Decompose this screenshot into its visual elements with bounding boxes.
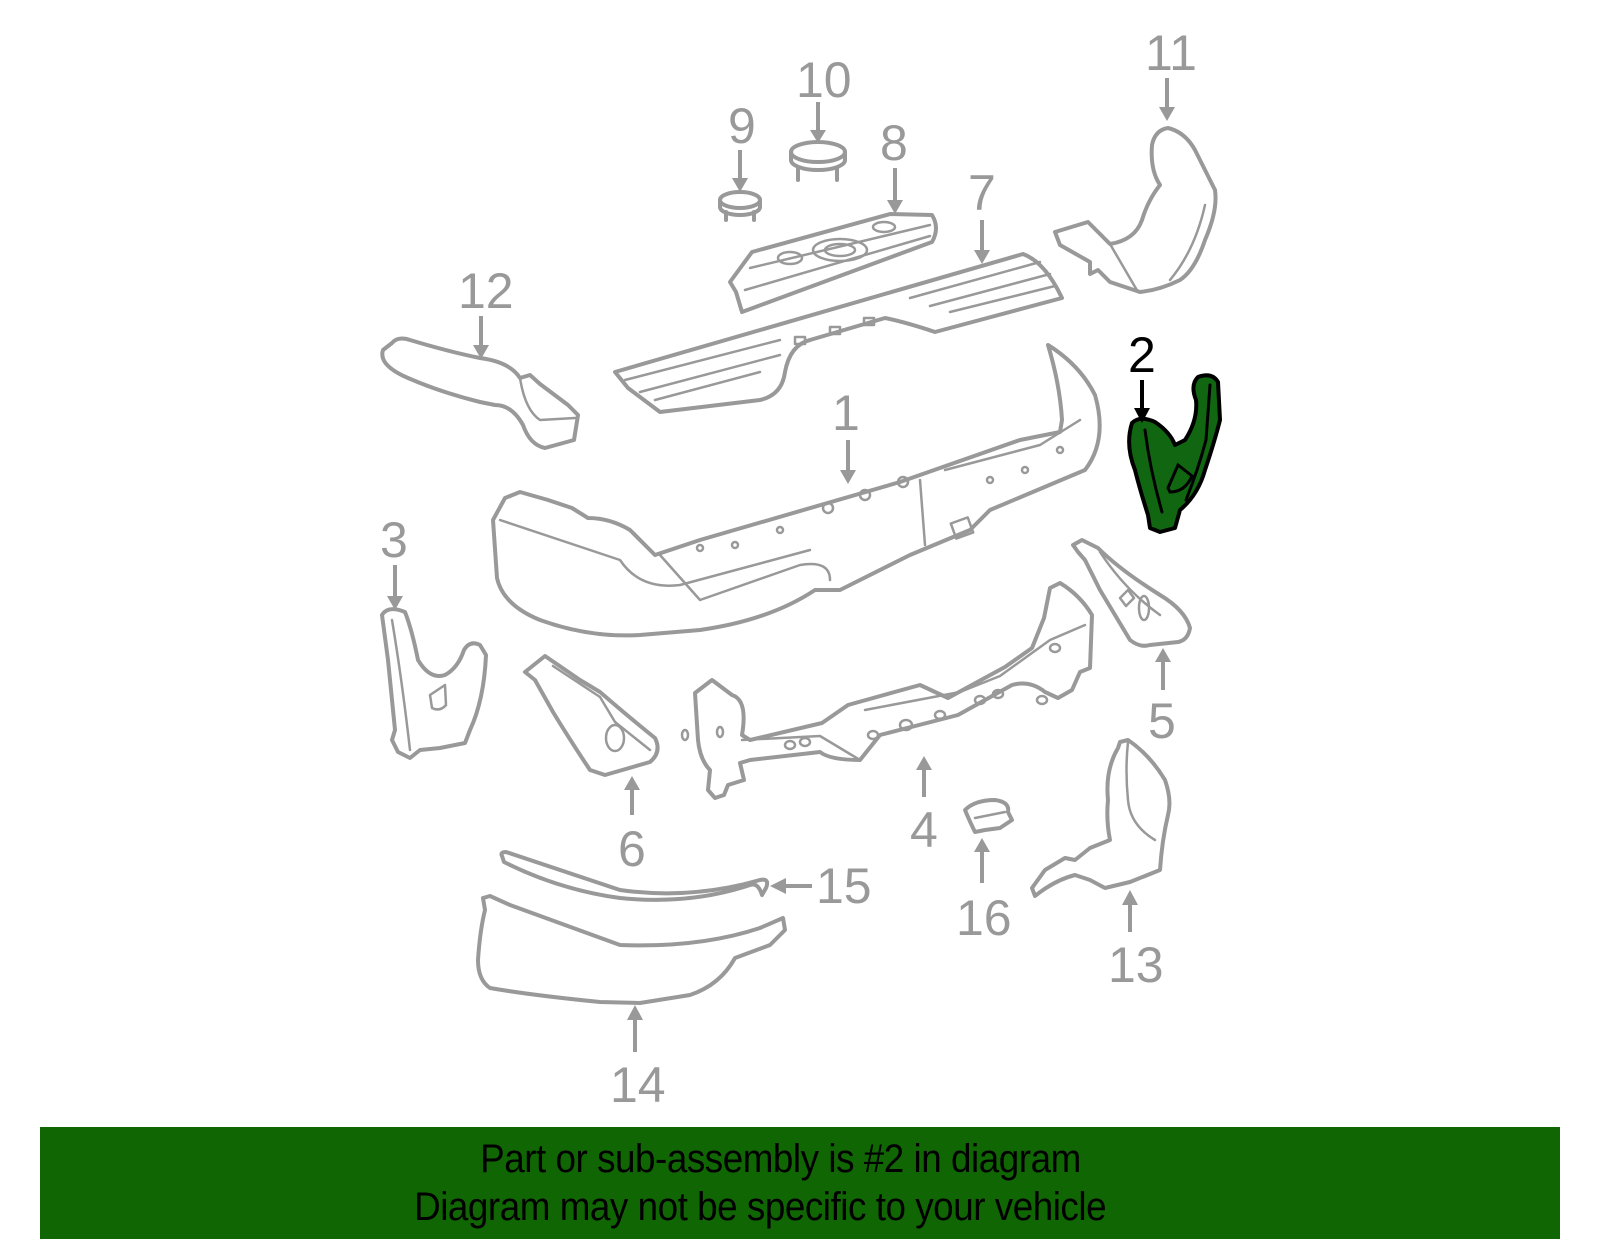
callout-7[interactable]: 7 [968, 165, 996, 264]
part-1-bumper[interactable] [491, 343, 1102, 638]
parts-diagram: 1 2 3 4 5 6 7 8 9 10 [380, 25, 1222, 1113]
part-10-cap[interactable] [789, 140, 847, 182]
callout-3[interactable]: 3 [380, 512, 408, 610]
part-5-bracket[interactable] [1071, 538, 1192, 648]
part-4-reinforcement[interactable] [680, 581, 1094, 800]
callout-11[interactable]: 11 [1145, 25, 1197, 121]
callout-label: 9 [728, 98, 756, 154]
callout-label: 10 [796, 52, 852, 108]
info-banner: Part or sub-assembly is #2 in diagram Di… [40, 1127, 1560, 1239]
part-9-cap[interactable] [718, 190, 762, 222]
callout-label: 16 [956, 890, 1012, 946]
callout-label: 6 [618, 821, 646, 877]
callout-4[interactable]: 4 [910, 756, 938, 858]
callout-label: 8 [880, 115, 908, 171]
part-15-molding[interactable] [499, 850, 770, 902]
callout-10[interactable]: 10 [796, 52, 852, 143]
callout-12[interactable]: 12 [458, 263, 514, 359]
callout-9[interactable]: 9 [728, 98, 756, 192]
callout-16[interactable]: 16 [956, 838, 1012, 946]
part-13-bracket[interactable] [1030, 738, 1172, 898]
callout-5[interactable]: 5 [1148, 648, 1176, 749]
callout-label: 14 [610, 1057, 666, 1113]
part-3-bracket[interactable] [380, 607, 488, 760]
callout-label: 1 [832, 385, 860, 441]
part-16-clip[interactable] [963, 798, 1014, 834]
callout-2[interactable]: 2 [1128, 327, 1156, 423]
part-14-valance[interactable] [476, 894, 787, 1005]
part-6-bracket[interactable] [523, 654, 660, 777]
callout-label: 3 [380, 512, 408, 568]
callout-14[interactable]: 14 [610, 1005, 666, 1113]
callout-label: 15 [816, 858, 872, 914]
callout-label: 5 [1148, 693, 1176, 749]
callout-1[interactable]: 1 [832, 385, 860, 484]
callout-label: 2 [1128, 327, 1156, 383]
callout-6[interactable]: 6 [618, 776, 646, 877]
banner-disclaimer: Diagram may not be specific to your vehi… [413, 1185, 1106, 1229]
callout-15[interactable]: 15 [770, 858, 872, 914]
part-7-step-panel[interactable] [613, 252, 1064, 414]
callout-8[interactable]: 8 [880, 115, 908, 214]
part-12-bracket[interactable] [380, 336, 580, 450]
part-2-bracket-highlighted[interactable] [1127, 373, 1222, 534]
callout-label: 4 [910, 802, 938, 858]
callout-13[interactable]: 13 [1108, 890, 1164, 993]
callout-label: 13 [1108, 937, 1164, 993]
callout-label: 11 [1145, 25, 1197, 81]
banner-part-note: Part or sub-assembly is #2 in diagram [479, 1137, 1081, 1181]
part-8-step-pad[interactable] [728, 212, 938, 314]
callout-label: 12 [458, 263, 514, 319]
callout-label: 7 [968, 165, 996, 221]
part-11-bracket[interactable] [1053, 126, 1218, 294]
